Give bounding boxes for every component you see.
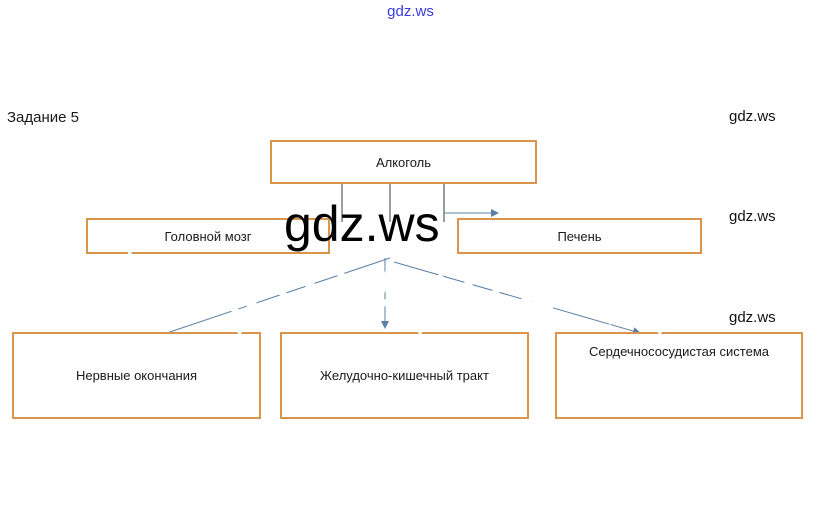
node-gi-tract: Желудочно-кишечный тракт [280, 332, 529, 419]
node-gi-tract-label: Желудочно-кишечный тракт [320, 368, 489, 383]
node-cardiovascular-label: Сердечнососудистая система [588, 344, 770, 359]
watermark-side-3: gdz.ws [729, 309, 776, 326]
node-alcohol-label: Алкоголь [375, 154, 432, 170]
node-brain-label: Головной мозг [164, 228, 252, 244]
task-label: Задание 5 [7, 109, 80, 126]
watermark-top: gdz.ws [387, 3, 434, 20]
node-nerve-endings: Нервные окончания [12, 332, 261, 419]
node-cardiovascular: Сердечнососудистая система [555, 332, 803, 419]
node-alcohol: Алкоголь [270, 140, 537, 184]
node-brain: Головной мозг [86, 218, 330, 254]
noise-overlay [71, 248, 724, 338]
node-nerve-endings-label: Нервные окончания [75, 368, 198, 383]
watermark-side-2: gdz.ws [729, 208, 776, 225]
node-liver: Печень [457, 218, 702, 254]
watermark-big: gdz.ws [284, 196, 440, 252]
arrow-to-cardio [393, 261, 641, 335]
watermark-side-1: gdz.ws [729, 108, 776, 125]
node-liver-label: Печень [557, 228, 602, 244]
arrow-to-nerve-endings [145, 257, 391, 342]
